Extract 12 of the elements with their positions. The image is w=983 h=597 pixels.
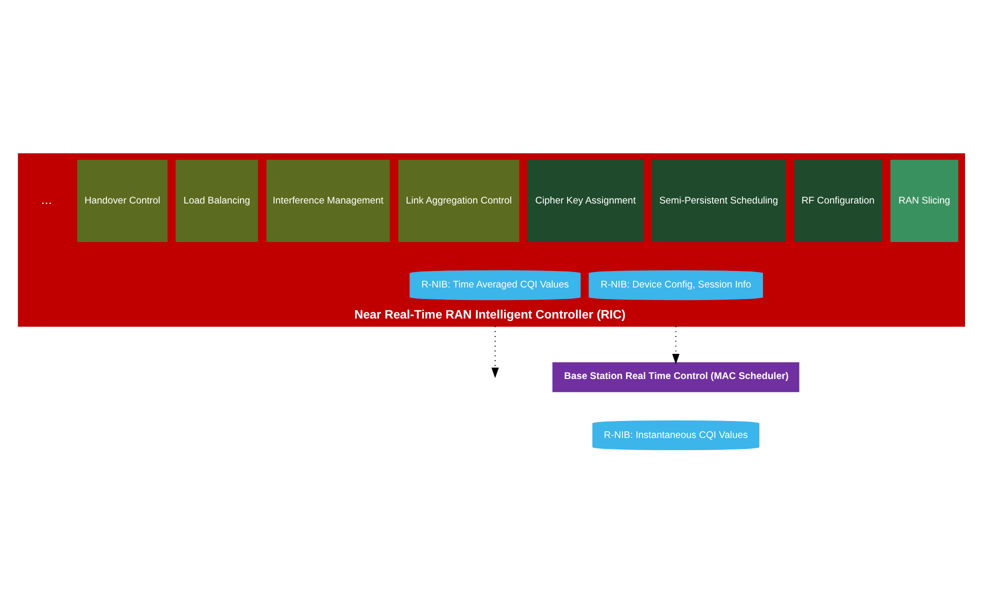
arrow bbox=[672, 326, 680, 364]
node-box: RF Configuration bbox=[794, 160, 882, 242]
node-box: Interference Management bbox=[266, 160, 390, 242]
node-box: RAN Slicing bbox=[890, 160, 958, 242]
node-box: Link Aggregation Control bbox=[398, 160, 520, 242]
node-box: Load Balancing bbox=[176, 160, 258, 242]
node-box: Semi-Persistent Scheduling bbox=[652, 160, 786, 242]
node-box: Cipher Key Assignment bbox=[527, 160, 644, 242]
node-box: Base Station Real Time Control (MAC Scheduler) bbox=[552, 362, 800, 392]
arrow bbox=[491, 326, 499, 378]
label: ... bbox=[41, 192, 52, 207]
node-box: Handover Control bbox=[77, 160, 168, 242]
